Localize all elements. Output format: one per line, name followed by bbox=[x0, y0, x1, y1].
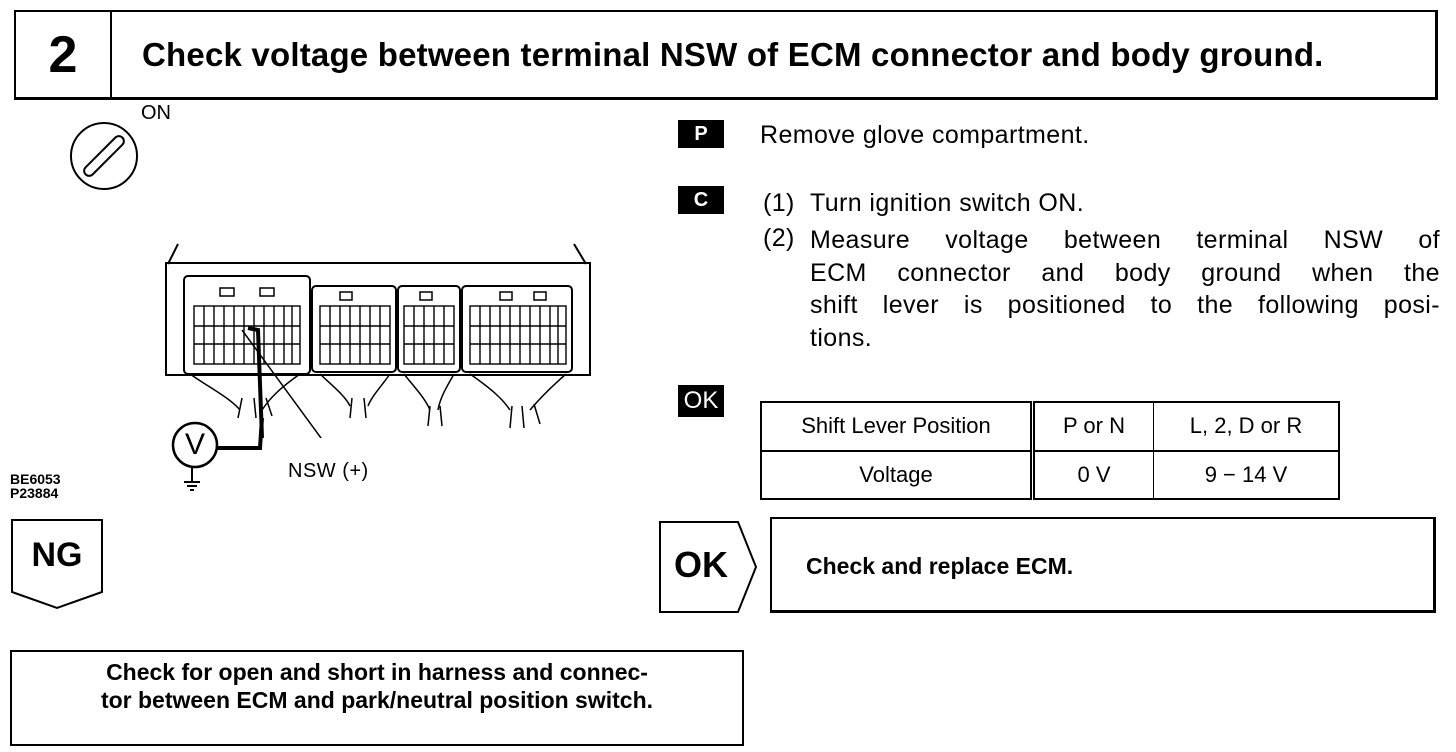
table-row: Voltage 0 V 9 − 14 V bbox=[760, 450, 1340, 500]
table-header-cell: L, 2, D or R bbox=[1153, 401, 1340, 452]
ok-result-text: Check and replace ECM. bbox=[806, 553, 1074, 579]
step-number: 2 bbox=[16, 12, 112, 97]
ignition-key-icon bbox=[66, 118, 146, 190]
step-badge-c: C bbox=[678, 186, 724, 214]
figure-code: P23884 bbox=[10, 485, 59, 501]
step-header: 2 Check voltage between terminal NSW of … bbox=[14, 10, 1438, 100]
table-cell: Voltage bbox=[760, 450, 1035, 500]
ng-label: NG bbox=[31, 536, 83, 574]
table-header-cell: Shift Lever Position bbox=[760, 401, 1035, 452]
figure-code: BE6053 bbox=[10, 471, 61, 487]
ground-symbol-icon bbox=[182, 468, 202, 496]
ok-label: OK bbox=[674, 544, 728, 585]
step-p-text: Remove glove compartment. bbox=[760, 121, 1090, 149]
step-badge-p: P bbox=[678, 120, 724, 148]
step-badge-ok: OK bbox=[678, 385, 724, 417]
step-c-item-text: Measure voltage between terminal NSW of … bbox=[810, 226, 1440, 352]
ok-result-box: Check and replace ECM. bbox=[770, 517, 1436, 613]
table-header-row: Shift Lever Position P or N L, 2, D or R bbox=[760, 401, 1340, 452]
table-header-cell: P or N bbox=[1032, 401, 1154, 452]
page-title: Check voltage between terminal NSW of EC… bbox=[142, 35, 1324, 73]
ng-result-text: Check for open and short in harness and … bbox=[100, 659, 654, 713]
ng-tag: NG bbox=[10, 518, 104, 610]
step-c-item-text: Turn ignition switch ON. bbox=[810, 189, 1085, 217]
voltmeter-symbol: V bbox=[184, 428, 205, 461]
ignition-on-label: ON bbox=[141, 102, 171, 124]
step-c-item-number: (1) bbox=[763, 189, 795, 217]
terminal-nsw-label: NSW (+) bbox=[288, 460, 369, 482]
voltage-table: Shift Lever Position P or N L, 2, D or R… bbox=[760, 401, 1340, 500]
ecm-connector-drawing bbox=[150, 238, 610, 465]
voltmeter-icon bbox=[158, 417, 278, 496]
table-cell: 9 − 14 V bbox=[1153, 450, 1340, 500]
ok-tag: OK bbox=[658, 520, 758, 614]
step-c-item-number: (2) bbox=[763, 224, 795, 252]
ng-result-box: Check for open and short in harness and … bbox=[10, 650, 744, 746]
table-cell: 0 V bbox=[1032, 450, 1154, 500]
